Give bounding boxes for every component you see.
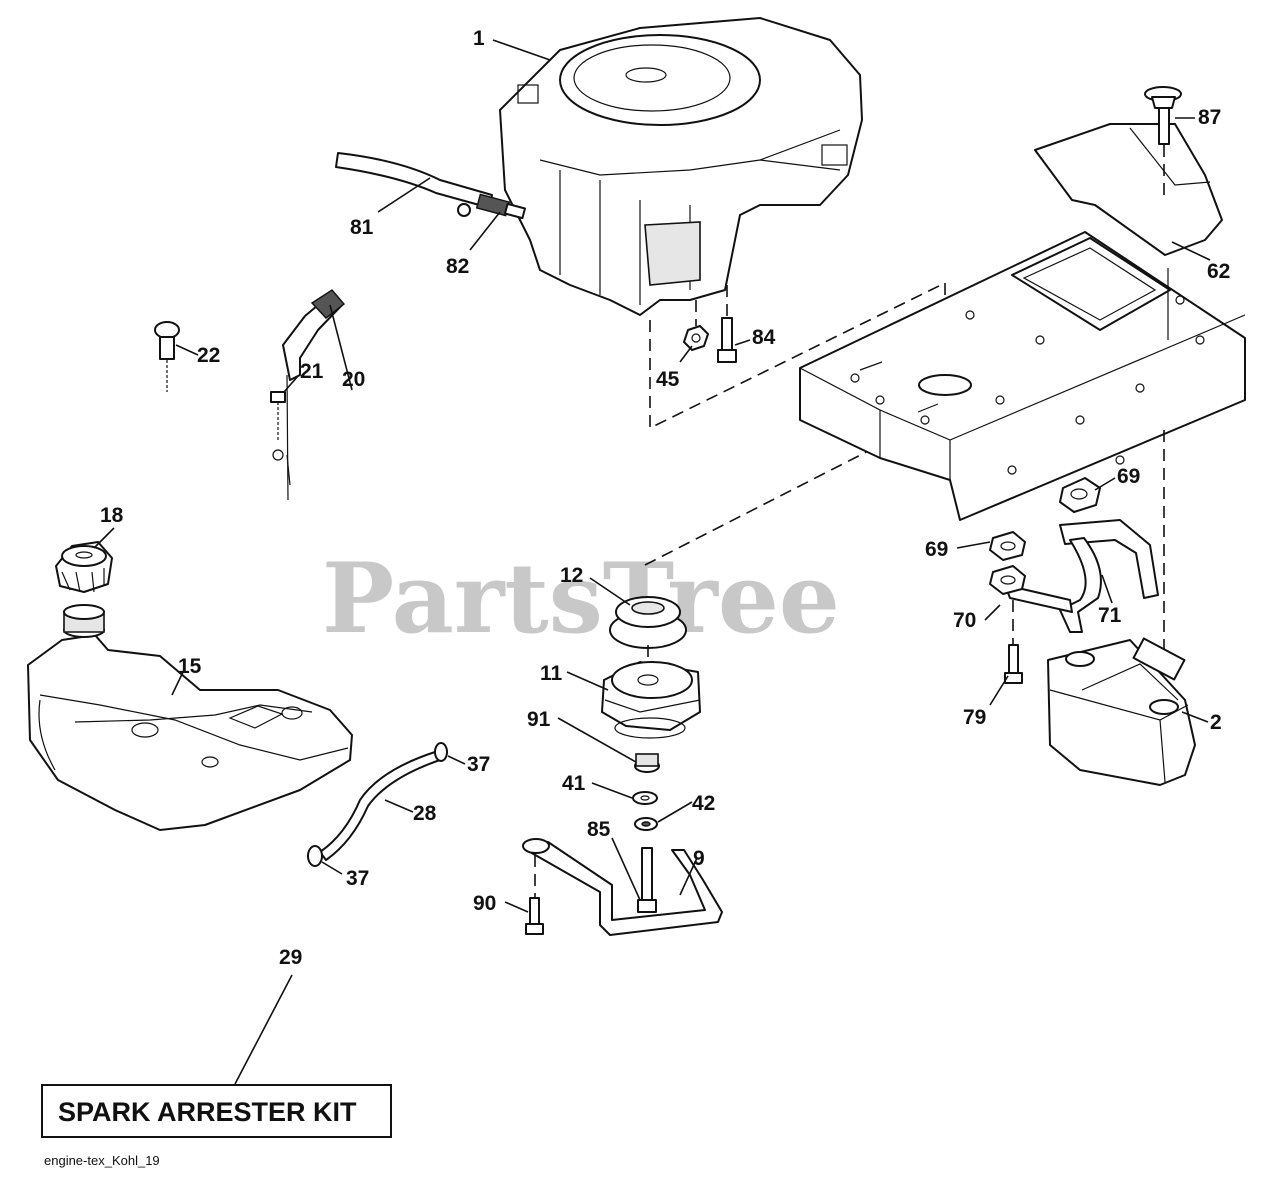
callout-91: 91 — [527, 708, 551, 731]
fuel-fitting-part[interactable] — [457, 193, 526, 220]
callout-90: 90 — [473, 892, 496, 915]
exhaust-gasket-part-2[interactable] — [989, 531, 1026, 595]
callout-11: 11 — [540, 662, 563, 685]
spark-arrester-kit-label: SPARK ARRESTER KIT — [58, 1097, 357, 1127]
callout-84: 84 — [752, 326, 776, 349]
callout-87: 87 — [1198, 106, 1221, 129]
pulley-part[interactable] — [609, 596, 687, 649]
muffler-part[interactable] — [1047, 637, 1196, 786]
callout-71: 71 — [1098, 604, 1122, 627]
spark-arrester-kit-box[interactable]: SPARK ARRESTER KIT — [41, 1084, 392, 1138]
diagram-file-name: engine-tex_Kohl_19 — [44, 1153, 160, 1168]
fuel-hose-part[interactable] — [335, 152, 493, 209]
callout-81: 81 — [350, 216, 374, 239]
exhaust-gasket-part[interactable] — [1059, 477, 1101, 513]
bolt-part[interactable] — [717, 317, 737, 363]
fuel-tank-part[interactable] — [27, 634, 353, 831]
callout-29: 29 — [279, 946, 302, 969]
callout-18: 18 — [100, 504, 124, 527]
nut-part[interactable] — [683, 325, 709, 351]
chassis-frame-part[interactable] — [799, 231, 1246, 521]
oil-dipstick-part[interactable] — [154, 321, 180, 392]
watermark: PartsTree — [322, 542, 840, 655]
leader-lines — [93, 39, 1211, 1085]
callout-45: 45 — [656, 368, 680, 391]
hose-clamp-part-2[interactable] — [307, 845, 323, 867]
callout-28: 28 — [413, 802, 437, 825]
callout-15: 15 — [178, 655, 202, 678]
callout-21: 21 — [300, 360, 324, 383]
callout-22: 22 — [197, 344, 220, 367]
callout-42: 42 — [692, 792, 715, 815]
callout-37a: 37 — [467, 753, 490, 776]
callout-69b: 69 — [925, 538, 948, 561]
clutch-bolt-part[interactable] — [637, 847, 657, 913]
callout-70: 70 — [953, 609, 976, 632]
fuel-tank-neck-part[interactable] — [63, 604, 105, 638]
throttle-cable-part[interactable] — [272, 289, 346, 501]
callout-9: 9 — [693, 847, 705, 870]
exhaust-pipe-part[interactable] — [1004, 519, 1159, 633]
cable-clip-part[interactable] — [270, 391, 286, 440]
shield-bolt-part[interactable] — [1144, 86, 1182, 145]
heat-shield-part[interactable] — [1034, 123, 1223, 256]
lock-washer-part[interactable] — [634, 817, 658, 831]
washer-part[interactable] — [632, 791, 658, 805]
callout-20: 20 — [342, 368, 365, 391]
callout-85: 85 — [587, 818, 611, 841]
bracket-bolt-part[interactable] — [525, 897, 544, 935]
engine-part[interactable] — [499, 17, 863, 316]
hose-clamp-part[interactable] — [434, 742, 448, 762]
callout-1: 1 — [473, 27, 485, 50]
callout-12: 12 — [560, 564, 583, 587]
electric-clutch-part[interactable] — [601, 661, 701, 739]
callout-62: 62 — [1207, 260, 1230, 283]
callout-69a: 69 — [1117, 465, 1140, 488]
callout-labels: 1 81 82 45 84 87 62 69 69 71 70 79 2 12 … — [100, 27, 1230, 969]
callout-37b: 37 — [346, 867, 369, 890]
callout-2: 2 — [1210, 711, 1222, 734]
callout-41: 41 — [562, 772, 586, 795]
callout-79: 79 — [963, 706, 986, 729]
clutch-spacer-part[interactable] — [634, 753, 660, 773]
fuel-cap-part[interactable] — [55, 541, 113, 593]
callout-82: 82 — [446, 255, 469, 278]
